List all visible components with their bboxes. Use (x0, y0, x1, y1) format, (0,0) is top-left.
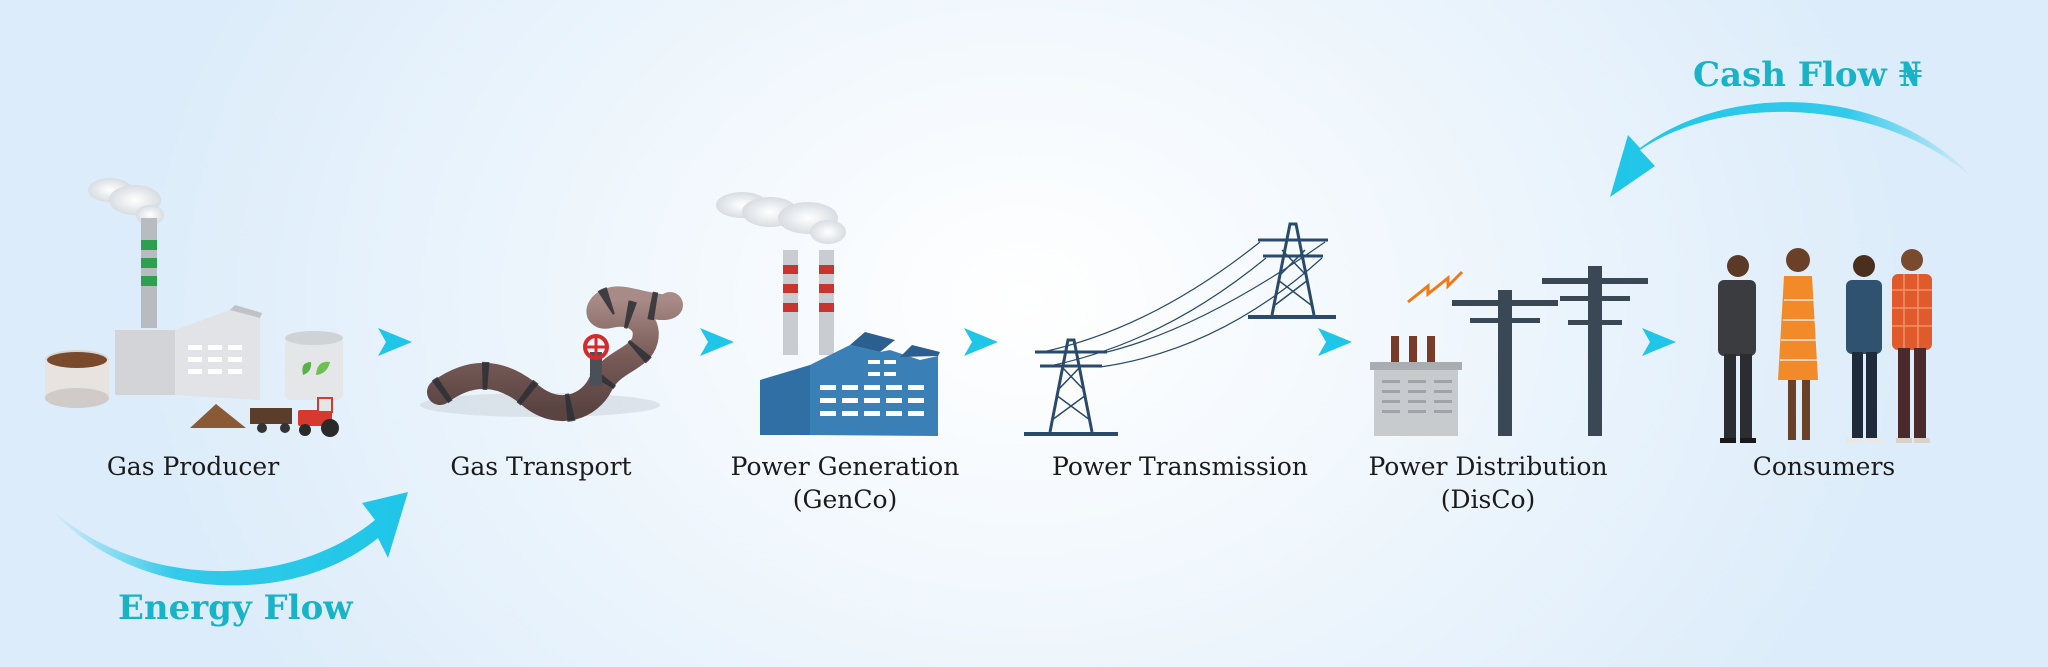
stage-label-line1: Consumers (1752, 452, 1896, 481)
gas-producer-icon (45, 178, 343, 437)
energy-flow-arrow (50, 492, 408, 586)
stage-label-power-distribution: Power Distribution (DisCo) (1328, 450, 1648, 516)
chevron-icon (964, 328, 998, 356)
chevron-icon (1642, 328, 1676, 356)
power-distribution-icon (1370, 266, 1648, 436)
stage-label-power-generation: Power Generation (GenCo) (685, 450, 1005, 516)
stage-label-line1: Gas Transport (450, 452, 632, 481)
chevron-icon (1318, 328, 1352, 356)
stage-label-line1: Gas Producer (106, 452, 280, 481)
power-generation-icon (716, 192, 940, 436)
consumers-icon (1718, 248, 1932, 443)
stage-label-line1: Power Generation (730, 452, 960, 481)
cash-flow-arrow (1610, 102, 1975, 197)
stage-label-power-transmission: Power Transmission (1020, 450, 1340, 483)
chevron-icon (700, 328, 734, 356)
cash-flow-label: Cash Flow ₦ (1693, 55, 1923, 95)
flow-chevrons (378, 328, 1676, 356)
stage-label-gas-transport: Gas Transport (381, 450, 701, 483)
stage-label-line2: (DisCo) (1440, 485, 1536, 514)
stage-label-line1: Power Distribution (1368, 452, 1608, 481)
power-transmission-icon (1024, 222, 1336, 436)
gas-transport-icon (420, 285, 683, 423)
stage-label-consumers: Consumers (1664, 450, 1984, 483)
stage-label-gas-producer: Gas Producer (33, 450, 353, 483)
energy-flow-label: Energy Flow (118, 588, 353, 628)
stage-label-line2: (GenCo) (792, 485, 898, 514)
chevron-icon (378, 328, 412, 356)
stage-label-line1: Power Transmission (1052, 452, 1308, 481)
